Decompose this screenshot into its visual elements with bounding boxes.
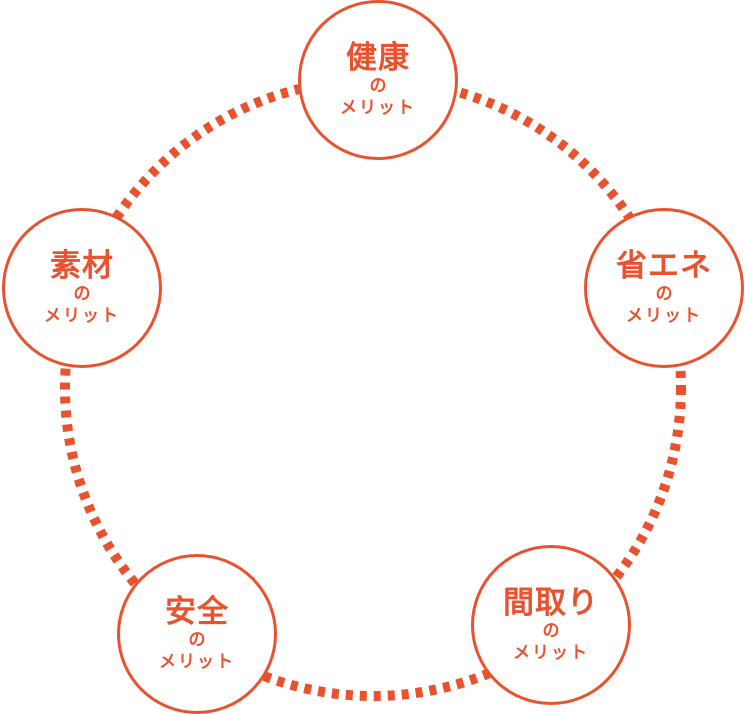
node-subtitle: メリット: [159, 652, 235, 672]
node-subtitle: メリット: [44, 306, 120, 326]
node-title: 省エネ: [616, 248, 712, 284]
node-materials: 素材 の メリット: [2, 208, 162, 368]
node-subtitle: メリット: [340, 98, 416, 118]
node-subtitle: メリット: [626, 306, 702, 326]
node-particle: の: [542, 621, 560, 641]
node-particle: の: [188, 630, 206, 650]
node-particle: の: [655, 284, 673, 304]
node-health: 健康 の メリット: [298, 0, 458, 160]
node-title: 健康: [346, 40, 410, 76]
node-energy-saving: 省エネ の メリット: [584, 208, 744, 368]
node-title: 素材: [50, 248, 114, 284]
node-title: 安全: [165, 594, 229, 630]
node-safety: 安全 の メリット: [117, 554, 277, 714]
node-floor-plan: 間取り の メリット: [471, 545, 631, 705]
node-particle: の: [369, 76, 387, 96]
node-title: 間取り: [503, 585, 599, 621]
node-subtitle: メリット: [513, 643, 589, 663]
node-particle: の: [73, 284, 91, 304]
